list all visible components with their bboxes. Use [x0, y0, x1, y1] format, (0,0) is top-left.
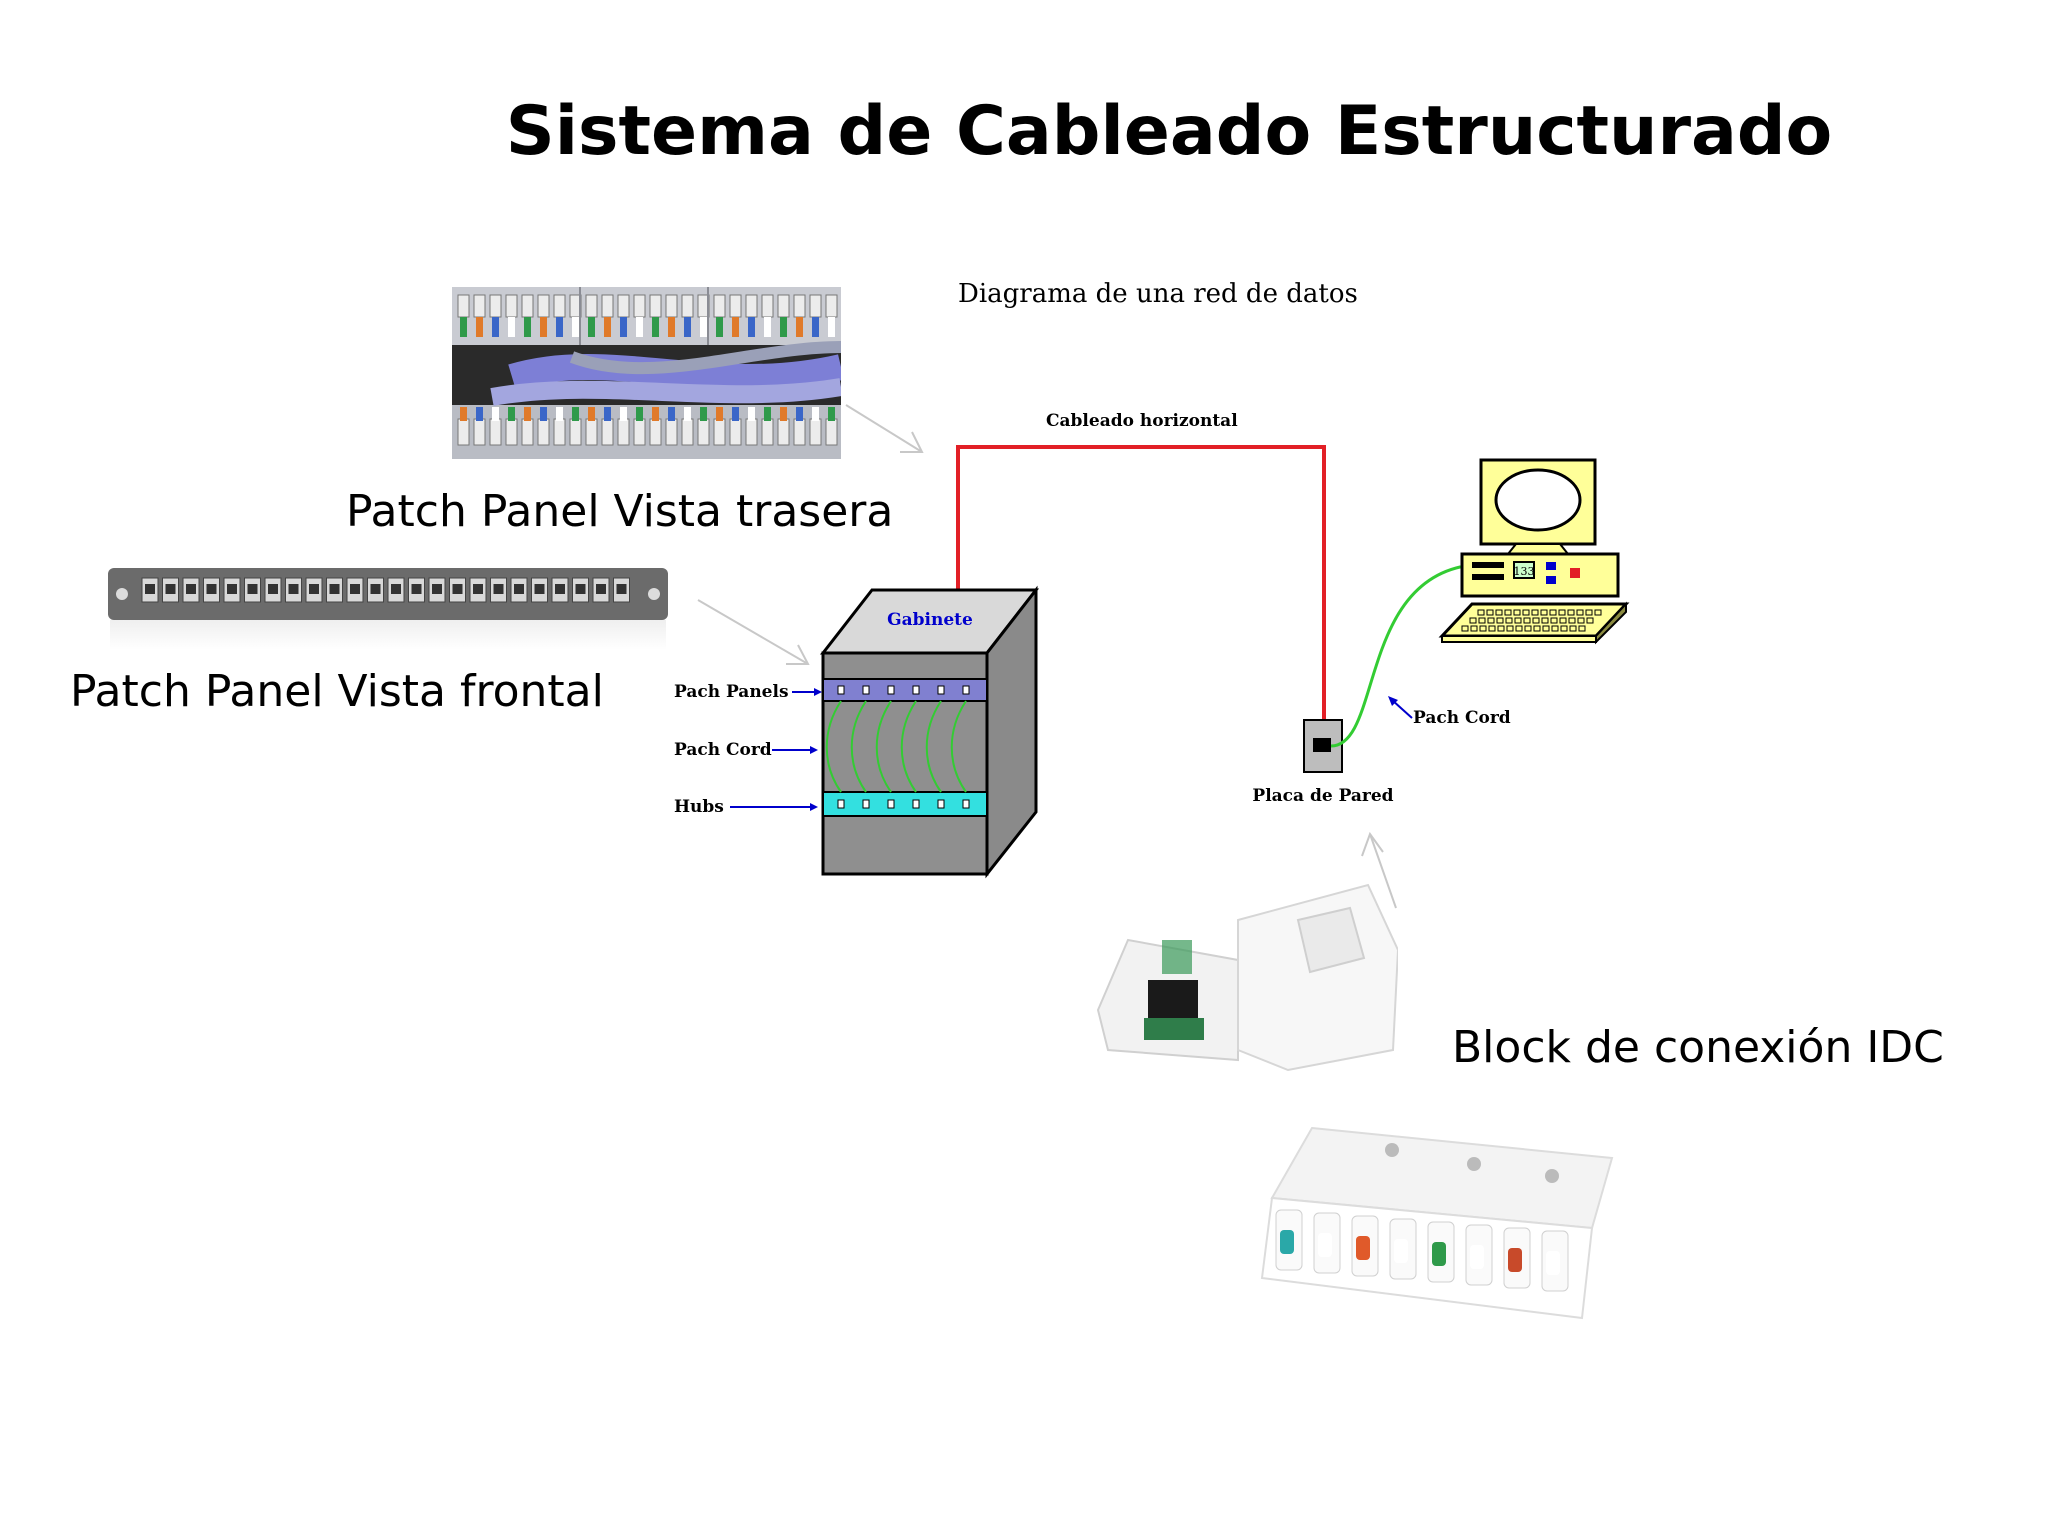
patch-panel-rear-photo [452, 287, 841, 459]
network-diagram: Diagrama de una red de datos Cableado ho… [674, 279, 1630, 879]
cabinet: Gabinete [819, 585, 1040, 879]
arrow-patch-cord-right [1388, 696, 1398, 706]
arrow-patch-panels [814, 688, 822, 696]
monitor-screen [1494, 468, 1582, 532]
arrow-wallbox-head [1361, 831, 1384, 857]
caption-patch-panel-front: Patch Panel Vista frontal [70, 666, 604, 717]
arrow-rear-to-diagram [845, 404, 923, 453]
diagram-title: Diagrama de una red de datos [958, 279, 1358, 309]
arrow-front-head [786, 644, 810, 665]
surface-wall-box-photo [1096, 883, 1398, 1072]
arrow-patch-cord-left [810, 746, 818, 754]
cabinet-label: Gabinete [887, 610, 973, 630]
computer: 133 [1438, 458, 1630, 645]
horizontal-cable [956, 445, 1326, 720]
arrow-wallbox-to-plate [1369, 833, 1397, 909]
arrow-hubs [810, 803, 818, 811]
patch-panel-front-photo [108, 568, 668, 650]
slide-title: Sistema de Cableado Estructurado [505, 92, 1833, 171]
arrow-front-to-cabinet [697, 599, 809, 665]
label-wall-plate: Placa de Pared [1252, 786, 1393, 806]
caption-patch-panel-rear: Patch Panel Vista trasera [346, 486, 894, 537]
label-patch-cord-right: Pach Cord [1413, 708, 1511, 728]
hub-strip [822, 791, 988, 817]
pc-patch-cord [1330, 565, 1466, 748]
pc-display-text: 133 [1514, 565, 1535, 578]
label-patch-panels: Pach Panels [674, 682, 789, 702]
arrow-rear-head [900, 431, 924, 453]
label-patch-cord-left: Pach Cord [674, 740, 772, 760]
caption-idc-block: Block de conexión IDC [1452, 1022, 1944, 1073]
horizontal-cable-label: Cableado horizontal [1046, 411, 1238, 431]
label-hubs: Hubs [674, 797, 724, 817]
cabinet-patch-cords [825, 700, 967, 793]
patch-panel-strip [822, 678, 988, 702]
idc-block-photo [1260, 1126, 1614, 1320]
